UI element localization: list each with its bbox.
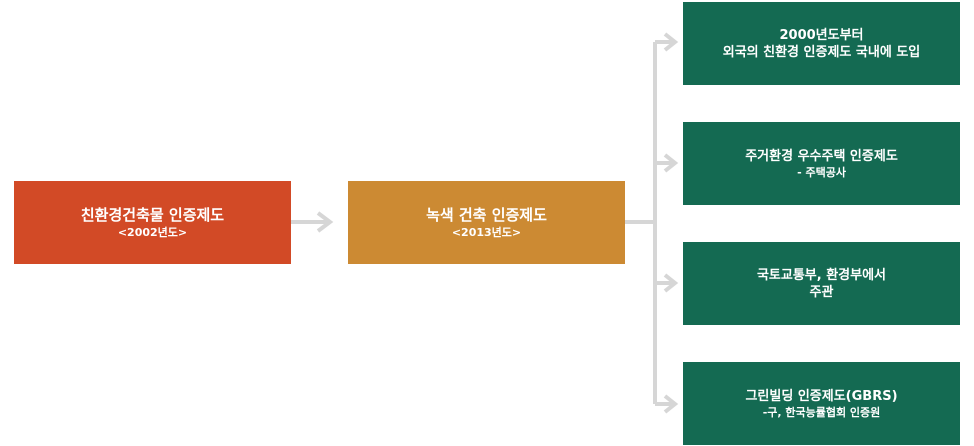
node-green-building: 녹색 건축 인증제도 <2013년도> (348, 181, 625, 264)
node-foreign-intro-line2: 외국의 친환경 인증제도 국내에 도입 (722, 44, 921, 60)
node-ministry: 국토교통부, 환경부에서 주관 (683, 242, 960, 325)
arrowhead-2 (663, 153, 679, 173)
arrowhead-1 (663, 32, 679, 52)
arrowhead-red-orange (316, 211, 334, 233)
node-foreign-intro: 2000년도부터 외국의 친환경 인증제도 국내에 도입 (683, 2, 960, 85)
node-housing-sub: - 주택공사 (797, 165, 846, 179)
node-gbrs: 그린빌딩 인증제도(GBRS) -구, 한국능률협회 인증원 (683, 362, 960, 445)
node-green-building-year: <2013년도> (451, 225, 522, 239)
node-housing: 주거환경 우수주택 인증제도 - 주택공사 (683, 122, 960, 205)
arrowhead-3 (663, 273, 679, 293)
node-ministry-line2: 주관 (809, 284, 834, 300)
node-gbrs-title: 그린빌딩 인증제도(GBRS) (745, 388, 898, 404)
node-eco-building: 친환경건축물 인증제도 <2002년도> (14, 181, 291, 264)
node-eco-building-title: 친환경건축물 인증제도 (80, 205, 225, 224)
node-foreign-intro-line1: 2000년도부터 (779, 27, 864, 43)
node-housing-title: 주거환경 우수주택 인증제도 (745, 148, 898, 164)
node-ministry-line1: 국토교통부, 환경부에서 (756, 267, 887, 283)
node-green-building-title: 녹색 건축 인증제도 (426, 205, 547, 224)
arrowhead-4 (663, 394, 679, 414)
node-eco-building-year: <2002년도> (117, 225, 188, 239)
node-gbrs-sub: -구, 한국능률협회 인증원 (762, 405, 881, 419)
